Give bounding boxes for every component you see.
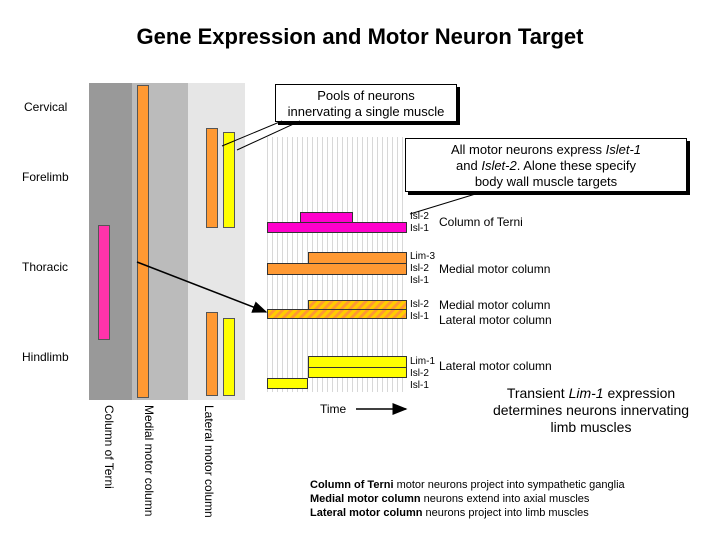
column-label-terni: Column of Terni — [102, 405, 116, 489]
islet-pointer — [409, 191, 483, 215]
medial-to-lateral-arrow — [136, 261, 268, 313]
row2-gene-3: Isl-1 — [410, 275, 429, 286]
pools-pointer-1 — [221, 120, 283, 147]
region-forelimb: Forelimb — [22, 170, 69, 184]
region-hindlimb: Hindlimb — [22, 350, 69, 364]
row1-label: Column of Terni — [439, 215, 523, 229]
row3-isl1-hatched-bar — [267, 309, 407, 319]
region-thoracic: Thoracic — [22, 260, 69, 274]
lateral-forelimb-yellow-bar — [223, 132, 235, 228]
row3-gene-1: Isl-2 — [410, 299, 429, 310]
row3-label-2: Lateral motor column — [439, 313, 552, 327]
row4-isl1-bar — [267, 378, 308, 389]
pools-pointer-2 — [236, 120, 301, 151]
time-label: Time — [320, 402, 347, 416]
terni-bar — [98, 225, 110, 340]
lateral-forelimb-orange-bar — [206, 128, 218, 228]
column-label-lateral: Lateral motor column — [202, 405, 216, 518]
row4-gene-1: Lim-1 — [410, 356, 436, 367]
legend: Column of Terni motor neurons project in… — [310, 478, 710, 520]
row2-isl-bar — [267, 263, 407, 275]
row2-label: Medial motor column — [439, 262, 551, 276]
row2-gene-1: Lim-3 — [410, 251, 436, 262]
lateral-hindlimb-yellow-bar — [223, 318, 235, 396]
legend-item-lateral: Lateral motor column neurons project int… — [310, 507, 589, 519]
row1-gene-1: Isl-2 — [410, 211, 429, 222]
row4-isl2-bar — [308, 367, 407, 378]
row1-isl1-bar — [267, 222, 407, 233]
page-title: Gene Expression and Motor Neuron Target — [136, 24, 584, 49]
row3-label-1: Medial motor column — [439, 298, 551, 312]
row3-gene-2: Isl-1 — [410, 311, 429, 322]
lateral-hindlimb-orange-bar — [206, 312, 218, 396]
row4-gene-3: Isl-1 — [410, 380, 429, 391]
row1-gene-2: Isl-1 — [410, 223, 429, 234]
transient-note: Transient Lim-1 expression determines ne… — [492, 385, 690, 435]
column-terni-bg — [89, 83, 132, 400]
legend-item-medial: Medial motor column neurons extend into … — [310, 493, 590, 505]
legend-item-terni: Column of Terni motor neurons project in… — [310, 479, 625, 491]
region-cervical: Cervical — [24, 100, 68, 114]
row2-gene-2: Isl-2 — [410, 263, 429, 274]
column-label-medial: Medial motor column — [142, 405, 156, 517]
islet-callout: All motor neurons express Islet-1 and Is… — [405, 138, 687, 192]
medial-bar — [137, 85, 149, 398]
pools-callout: Pools of neurons innervating a single mu… — [275, 84, 457, 122]
row4-label: Lateral motor column — [439, 359, 552, 373]
row4-gene-2: Isl-2 — [410, 368, 429, 379]
